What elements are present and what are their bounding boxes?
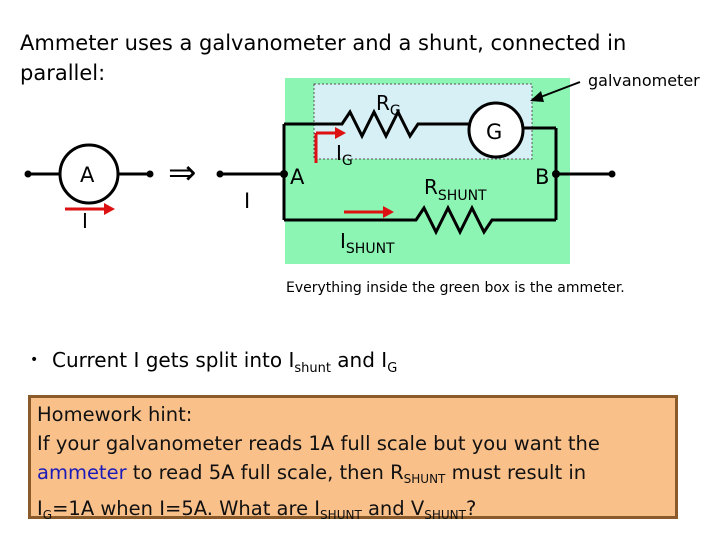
- slide-title: Ammeter uses a galvanometer and a shunt,…: [20, 28, 660, 88]
- bullet-sub-g: G: [387, 361, 398, 376]
- hint-line-1: Homework hint:: [37, 403, 193, 426]
- green-box-caption: Everything inside the green box is the a…: [286, 280, 625, 296]
- meter-node-left: [24, 170, 32, 178]
- bullet-text-2: and I: [330, 348, 388, 372]
- rg-label: RG: [376, 91, 401, 119]
- hint-line-3-end: must result in: [445, 461, 587, 484]
- hint-line-3-rest: to read 5A full scale, then R: [126, 461, 404, 484]
- galvanometer-resistor-rg: [284, 108, 476, 140]
- rshunt-label: RSHUNT: [424, 175, 487, 204]
- hint-line-4-b-sub: SHUNT: [320, 508, 362, 522]
- ishunt-label-main: I: [340, 229, 346, 253]
- ammeter-symbol-label: A: [80, 163, 95, 187]
- node-a-label: A: [290, 165, 305, 189]
- ishunt-label: ISHUNT: [340, 229, 395, 257]
- hint-line-4: IG=1A when I=5A. What are ISHUNT and VSH…: [37, 494, 669, 530]
- meter-current-arrowhead: [104, 203, 115, 215]
- node-b-dot: [552, 170, 560, 178]
- meter-current-label: I: [82, 209, 88, 233]
- ig-label-main: I: [336, 141, 342, 165]
- rshunt-label-sub: SHUNT: [438, 188, 487, 204]
- homework-hint-box: Homework hint: If your galvanometer read…: [28, 395, 678, 522]
- hint-line-3-sub: SHUNT: [403, 472, 446, 486]
- rg-label-main: R: [376, 91, 390, 115]
- galvanometer-symbol-label: G: [486, 120, 502, 144]
- hint-line-4-a: I: [37, 497, 43, 520]
- ig-label: IG: [336, 141, 353, 169]
- implies-symbol: ⇒: [168, 153, 197, 193]
- bullet-dot: •: [30, 352, 39, 368]
- galvanometer-pointer-line: [537, 81, 581, 99]
- ig-arrowhead: [335, 127, 346, 139]
- ishunt-arrowhead: [383, 206, 394, 218]
- galvanometer-pointer-head: [530, 91, 544, 102]
- output-terminal: [608, 170, 616, 178]
- shunt-resistor: [284, 204, 556, 236]
- input-terminal: [216, 170, 224, 178]
- ig-label-sub: G: [342, 153, 353, 169]
- galvanometer-circle: [467, 101, 525, 159]
- ammeter-symbol-circle: [58, 143, 120, 205]
- node-b-label: B: [535, 165, 549, 189]
- hint-line-4-c-sub: SHUNT: [424, 508, 466, 522]
- meter-node-right: [146, 170, 154, 178]
- rg-label-sub: G: [390, 103, 401, 119]
- node-a-dot: [280, 170, 288, 178]
- hint-ammeter-word: ammeter: [37, 461, 127, 484]
- title-line-1: Ammeter uses a galvanometer and a shunt,…: [20, 31, 627, 55]
- hint-line-2: If your galvanometer reads 1A full scale…: [37, 432, 600, 455]
- hint-line-4-c: and V: [361, 497, 425, 520]
- input-current-label: I: [244, 189, 250, 213]
- hint-line-3: ammeter to read 5A full scale, then RSHU…: [37, 458, 669, 494]
- rshunt-label-main: R: [424, 175, 438, 199]
- bullet-sub-shunt: shunt: [294, 361, 331, 376]
- hint-line-4-a-sub: G: [42, 508, 53, 522]
- current-split-bullet: • Current I gets split into Ishunt and IG: [30, 348, 397, 376]
- hint-line-4-d: ?: [465, 497, 477, 520]
- title-line-2: parallel:: [20, 61, 106, 85]
- hint-line-4-b: =1A when I=5A. What are I: [52, 497, 321, 520]
- galvanometer-label: galvanometer: [588, 71, 700, 90]
- bullet-text-1: Current I gets split into I: [52, 348, 295, 372]
- ishunt-label-sub: SHUNT: [346, 241, 395, 257]
